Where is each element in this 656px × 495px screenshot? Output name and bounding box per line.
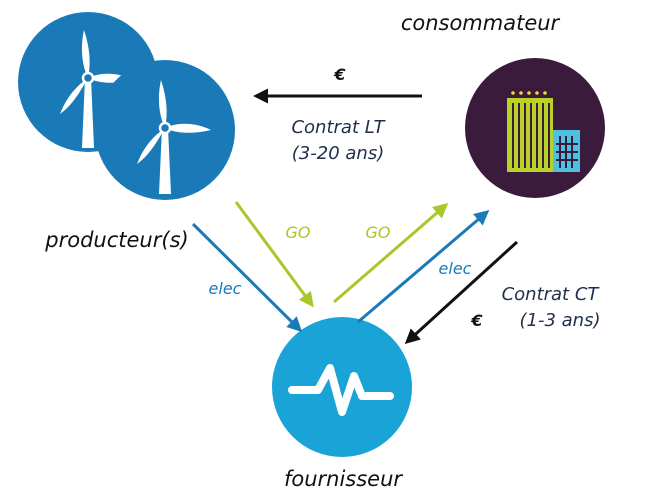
wind-turbine-icon: [137, 80, 211, 194]
supplier-label: fournisseur: [284, 467, 403, 491]
elec-arrow-right: [357, 210, 490, 324]
go-arrow-left: [234, 201, 314, 308]
contract-lt-line1: Contrat LT: [291, 117, 386, 138]
euro-right-label: €: [470, 311, 482, 330]
elec-label-left: elec: [209, 279, 242, 298]
go-label-left: GO: [286, 223, 311, 242]
hotel-building-icon: [507, 91, 580, 172]
consumer-label: consommateur: [401, 11, 561, 35]
euro-top-label: €: [333, 65, 345, 84]
supplier-node: [272, 317, 412, 457]
producer-node: [18, 12, 235, 200]
stars-icon: [511, 91, 547, 95]
elec-arrow-left: [191, 222, 303, 333]
go-arrow-right: [333, 203, 449, 304]
elec-label-right: elec: [439, 259, 472, 278]
go-label-right: GO: [366, 223, 391, 242]
producer-label: producteur(s): [44, 228, 188, 252]
money-arrow-right: [404, 240, 519, 345]
contract-ct-line2: (1-3 ans): [520, 310, 601, 331]
consumer-node: [465, 58, 605, 198]
pulse-wave-icon: [288, 364, 394, 416]
supplier-circle: [272, 317, 412, 457]
contract-lt-line2: (3-20 ans): [292, 143, 384, 164]
contract-ct-line1: Contrat CT: [502, 284, 601, 305]
